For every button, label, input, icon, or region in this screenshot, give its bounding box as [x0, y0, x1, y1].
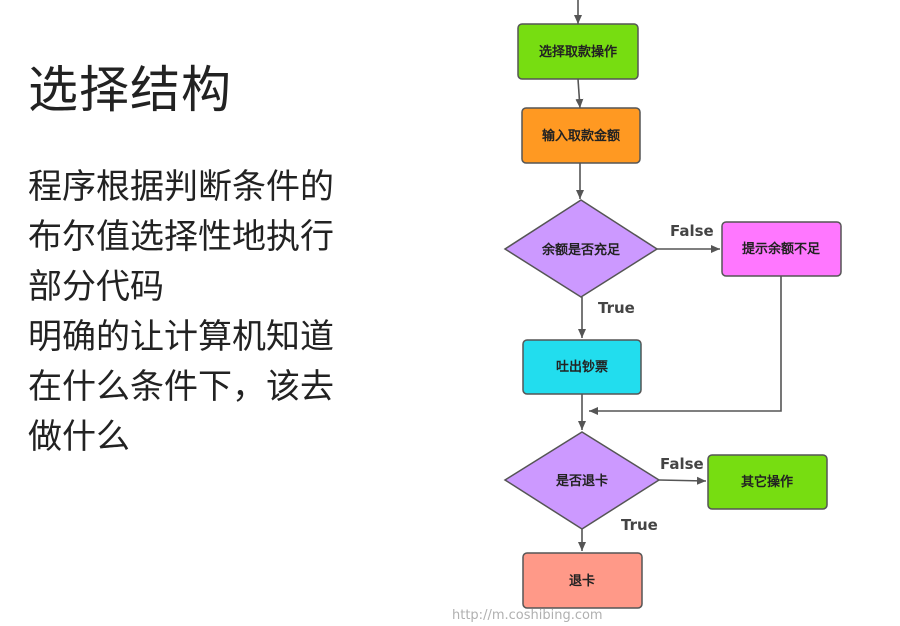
- watermark: http://m.coshibing.com: [452, 608, 603, 623]
- node-enter-amount: 输入取款金额: [521, 107, 641, 164]
- node-shape: [517, 23, 639, 80]
- node-shape: [721, 221, 842, 277]
- edge-select-to-amount: [575, 78, 584, 109]
- edge-insufficient-return: [589, 276, 782, 415]
- node-shape: [522, 339, 642, 395]
- body-line: 明确的让计算机知道: [28, 317, 334, 357]
- node-label: 吐出钞票: [556, 359, 608, 375]
- node-shape: [522, 552, 643, 609]
- node-label: 选择取款操作: [539, 44, 617, 60]
- node-shape: [707, 454, 828, 510]
- node-balance-check: 余额是否充足: [503, 199, 659, 298]
- label-exit-false: False: [660, 455, 704, 473]
- edges: [574, 0, 782, 551]
- node-label: 输入取款金额: [542, 128, 620, 144]
- body-line: 程序根据判断条件的: [28, 167, 334, 207]
- slide-body: 程序根据判断条件的 布尔值选择性地执行 部分代码 明确的让计算机知道 在什么条件…: [28, 162, 358, 462]
- node-label: 退卡: [569, 573, 595, 589]
- body-line: 在什么条件下，该去: [28, 367, 334, 407]
- node-shape: [503, 199, 659, 298]
- node-other-ops: 其它操作: [707, 454, 828, 510]
- node-shape: [521, 107, 641, 164]
- label-balance-false: False: [670, 222, 714, 240]
- node-dispense-cash: 吐出钞票: [522, 339, 642, 395]
- label-balance-true: True: [598, 299, 635, 317]
- node-label: 是否退卡: [555, 473, 608, 489]
- body-line: 布尔值选择性地执行: [28, 217, 334, 257]
- node-exit-card-check: 是否退卡: [503, 431, 661, 530]
- node-insufficient-msg: 提示余额不足: [721, 221, 842, 277]
- node-exit-card: 退卡: [522, 552, 643, 609]
- node-label: 余额是否充足: [541, 242, 621, 258]
- label-exit-true: True: [621, 516, 658, 534]
- body-line: 做什么: [28, 417, 130, 457]
- node-shape: [503, 431, 661, 530]
- node-label: 提示余额不足: [742, 241, 821, 257]
- slide-title: 选择结构: [28, 61, 232, 119]
- edge-exit-false: [658, 476, 707, 485]
- body-line: 部分代码: [28, 267, 164, 307]
- node-select-withdraw: 选择取款操作: [517, 23, 639, 80]
- node-label: 其它操作: [741, 474, 793, 490]
